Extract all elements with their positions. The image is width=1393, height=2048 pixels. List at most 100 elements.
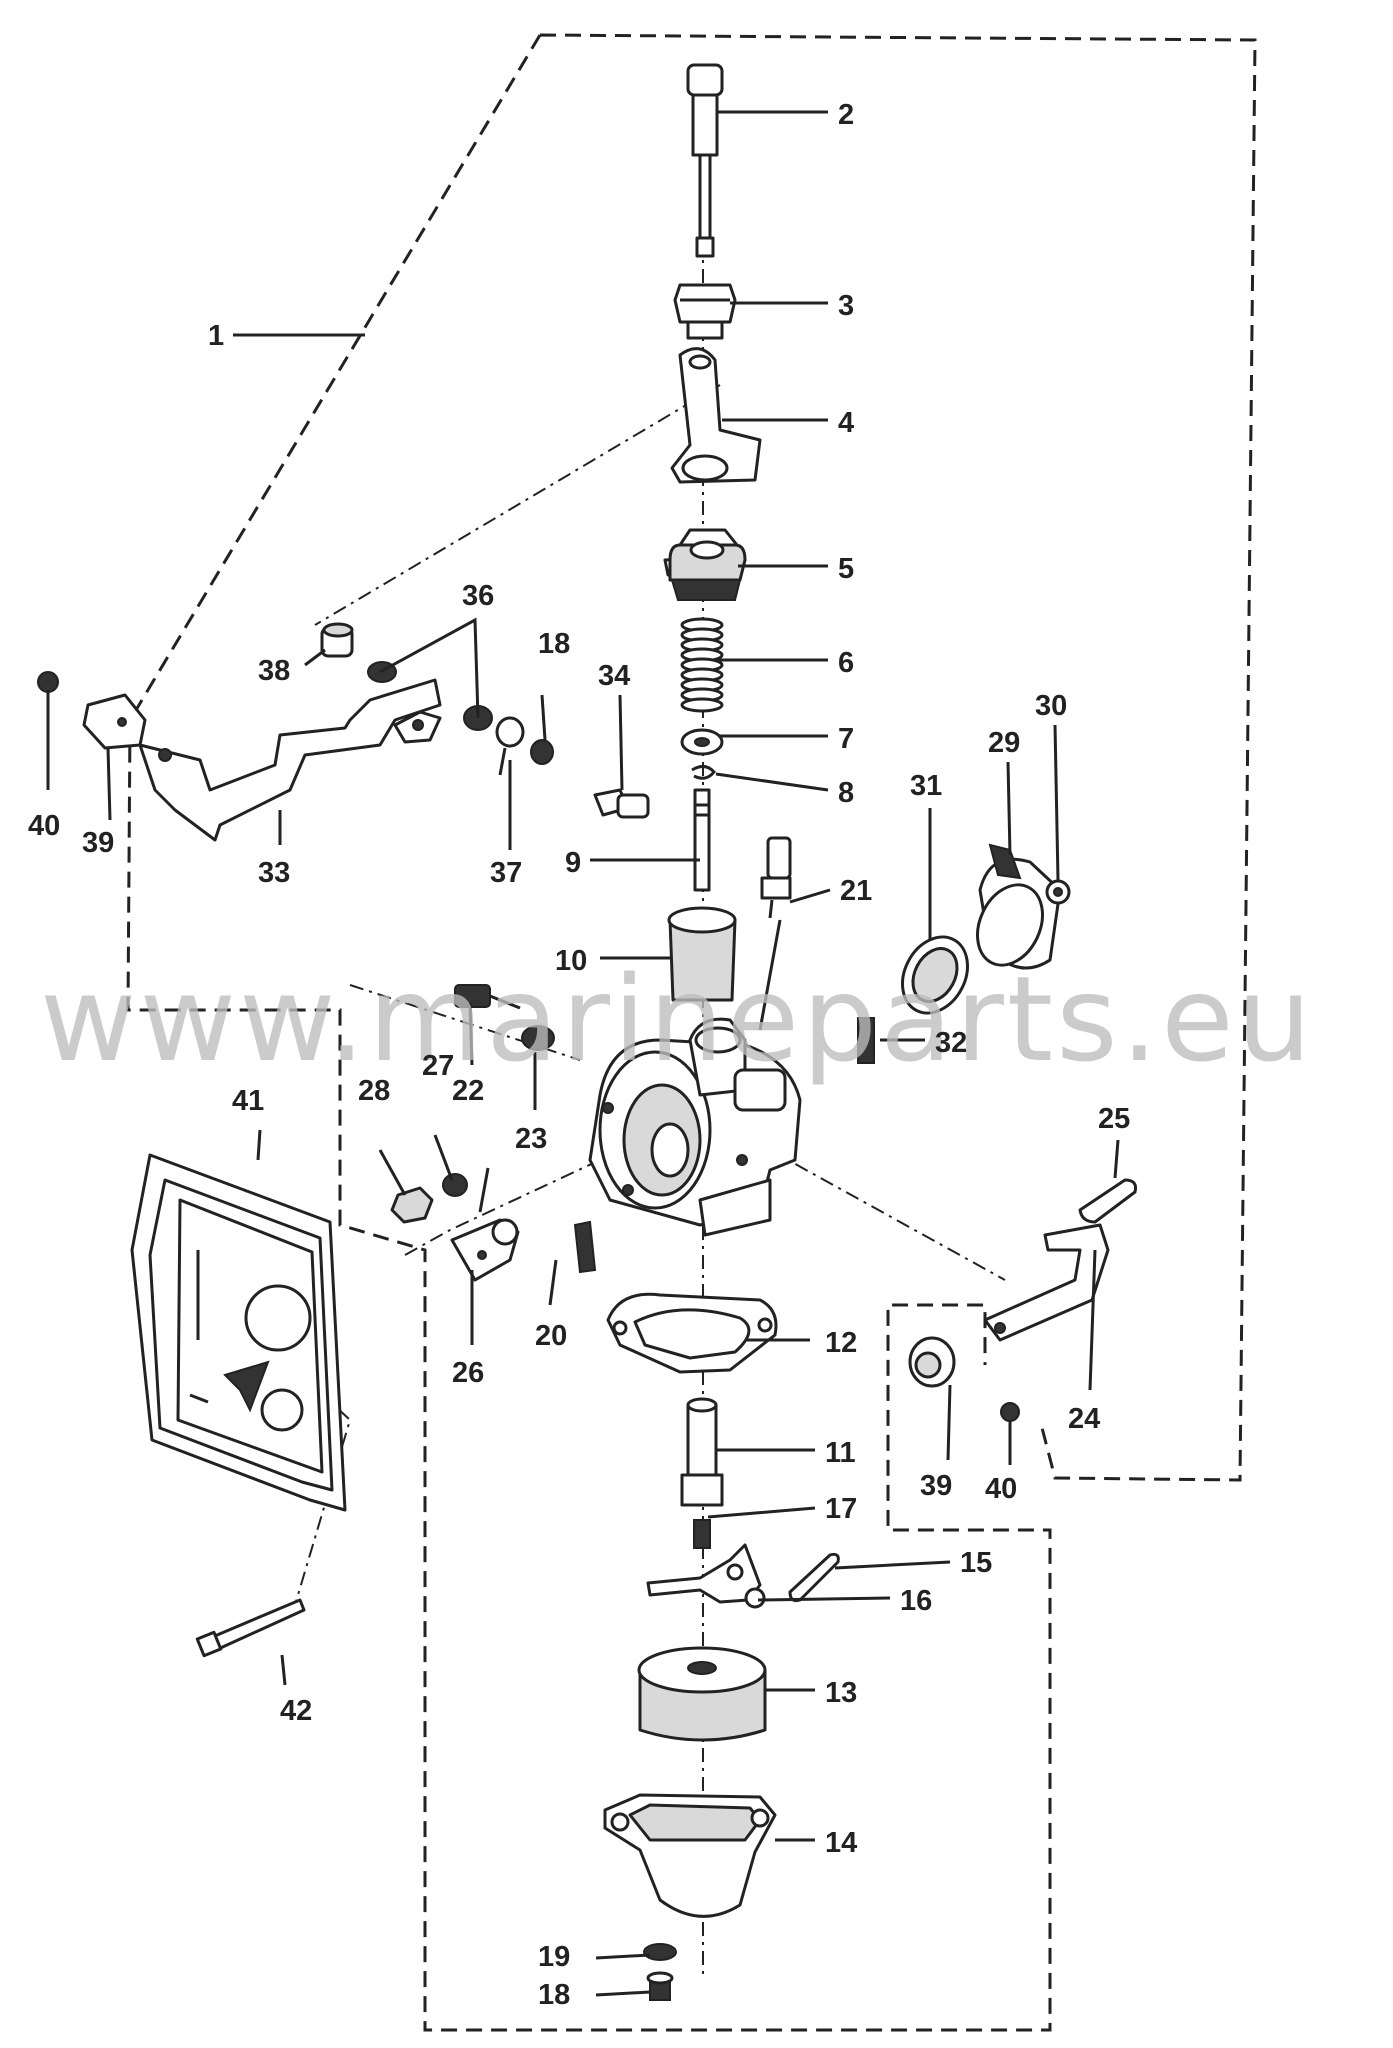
callout-16: 16: [900, 1585, 932, 1617]
callout-39-left: 39: [82, 827, 114, 859]
relation-line-filter: [404, 1159, 601, 1256]
part-33-lever: [138, 678, 442, 842]
callout-9: 9: [565, 847, 581, 879]
callout-12: 12: [825, 1327, 857, 1359]
callout-5: 5: [838, 553, 854, 585]
leader-lines: [46, 110, 1120, 1997]
part-12-gasket: [606, 1292, 778, 1374]
part-34-screw: [593, 788, 650, 819]
part-3-nut: [673, 283, 737, 340]
callout-34: 34: [598, 660, 630, 692]
part-30-clamp-screw: [1045, 879, 1071, 905]
spring-coil: [680, 697, 724, 713]
part-38-collar: [320, 622, 354, 658]
part-14-float-bowl: [603, 1793, 777, 1918]
callout-26: 26: [452, 1357, 484, 1389]
callout-28: 28: [358, 1075, 390, 1107]
part-16-float-arm: [646, 1543, 766, 1609]
callout-17: 17: [825, 1493, 857, 1525]
watermark-text: www.marineparts.eu: [40, 950, 1315, 1088]
callout-42: 42: [280, 1695, 312, 1727]
callout-36: 36: [462, 580, 494, 612]
callout-2: 2: [838, 99, 854, 131]
callout-37: 37: [490, 857, 522, 889]
part-37-link: [495, 716, 525, 776]
part-5-cap: [663, 528, 747, 601]
part-29-clamp: [976, 843, 1062, 970]
part-32-screw: [857, 1017, 875, 1064]
callout-20: 20: [535, 1320, 567, 1352]
part-36-clevis: [393, 710, 442, 744]
callout-8: 8: [838, 777, 854, 809]
callout-11: 11: [825, 1437, 856, 1469]
part-39-knob-right: [908, 1336, 956, 1388]
callout-6: 6: [838, 647, 854, 679]
part-41-decal: [130, 1153, 347, 1512]
part-33-hole: [158, 748, 172, 762]
callout-3: 3: [838, 290, 854, 322]
part-18-washer: [530, 739, 554, 765]
part-19-washer: [643, 1943, 677, 1961]
part-2-needle: [686, 63, 724, 258]
part-4-bracket: [670, 347, 762, 484]
part-22-idle-screw: [454, 984, 521, 1010]
part-21-nipple: [760, 836, 792, 919]
callout-7: 7: [838, 723, 854, 755]
part-40-screw-left: [37, 671, 59, 705]
callout-15: 15: [960, 1547, 992, 1579]
part-26-throttle-lever: [450, 1167, 520, 1282]
part-7-seat: [680, 728, 724, 756]
part-25-pin: [1078, 1178, 1137, 1224]
part-10-throttle-valve: [667, 906, 737, 1002]
callout-23: 23: [515, 1123, 547, 1155]
callout-32: 32: [935, 1027, 967, 1059]
part-15-pin: [788, 1552, 840, 1603]
callout-31: 31: [910, 770, 942, 802]
relation-line-bracket: [314, 384, 721, 626]
callout-40-right: 40: [985, 1473, 1017, 1505]
part-31-gasket-ring: [901, 935, 969, 1015]
callout-29: 29: [988, 727, 1020, 759]
assembly-boundary-top: [126, 33, 1257, 2032]
callout-13: 13: [825, 1677, 857, 1709]
callout-18-lower: 18: [538, 1979, 570, 2011]
callout-41: 41: [232, 1085, 264, 1117]
callout-25: 25: [1098, 1103, 1130, 1135]
carburetor-body: [588, 1017, 802, 1237]
part-40-screw-right: [1000, 1402, 1020, 1432]
part-8-clip: [691, 765, 716, 780]
callout-10: 10: [555, 945, 587, 977]
part-39-knob-left: [82, 693, 147, 750]
callout-1: 1: [208, 320, 224, 352]
callout-40-left: 40: [28, 810, 60, 842]
part-17-screw: [693, 1519, 711, 1549]
callout-38: 38: [258, 655, 290, 687]
callout-24: 24: [1068, 1403, 1100, 1435]
part-23-spring: [521, 1025, 555, 1051]
callout-33: 33: [258, 857, 290, 889]
part-20-pin: [573, 1220, 597, 1274]
part-9-jet-needle: [693, 788, 711, 892]
callout-18-upper: 18: [538, 628, 570, 660]
relation-line-needle: [349, 984, 581, 1061]
callout-19: 19: [538, 1941, 570, 1973]
part-42-screw: [195, 1598, 306, 1658]
part-18-drain-screw: [646, 1971, 674, 2001]
part-24-lever: [983, 1223, 1110, 1342]
callout-14: 14: [825, 1827, 857, 1859]
part-28-nut: [390, 1186, 434, 1224]
callout-21: 21: [840, 875, 872, 907]
relation-line-lever: [769, 1149, 1006, 1281]
part-27-washer: [442, 1173, 468, 1197]
callout-39-right: 39: [920, 1470, 952, 1502]
callout-27: 27: [422, 1050, 454, 1082]
part-6-spring: [680, 617, 724, 713]
callout-labels: 1 2 3 4 5 6 7 8 9 10 11 12 13 14 15 16 1…: [28, 99, 1130, 2011]
callout-4: 4: [838, 407, 854, 439]
callout-30: 30: [1035, 690, 1067, 722]
callout-22: 22: [452, 1075, 484, 1107]
part-11-jet-holder: [680, 1397, 724, 1507]
part-13-float: [637, 1646, 767, 1742]
